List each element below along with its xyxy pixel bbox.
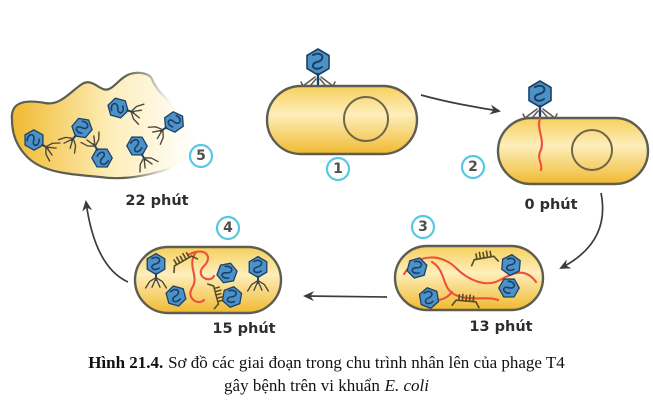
stage-5-number: 5 [196,148,206,164]
stage-2-injection: 2 0 phút [460,81,650,213]
nucleoid [343,96,389,142]
dna-strand [430,260,500,302]
phage-icon [301,49,335,86]
dna-strand [402,256,538,285]
figure-caption: Hình 21.4.Sơ đồ các giai đoạn trong chu … [0,351,653,397]
nucleoid [571,129,613,171]
stage-2-number: 2 [468,159,478,175]
time-label-stage-4: 15 phút [212,321,275,337]
stage-3-number: 3 [418,219,428,235]
stage-1-attachment: 1 [265,49,419,182]
lysed-cell-body [10,71,195,180]
bacterium-body [265,84,419,156]
caption-label: Hình 21.4. [88,353,164,372]
stage-3-synthesis: 3 13 phút [393,214,545,335]
arrow-stage1-to-stage2 [420,94,501,115]
stage-2-badge [460,154,486,180]
time-label-stage-5: 22 phút [125,193,188,209]
arrow-stage4-to-stage5 [82,200,129,283]
arrow-stage3-to-stage4 [303,291,388,302]
caption-line2-text: gây bệnh trên vi khuẩn [224,376,380,395]
dna-strand [189,250,206,304]
stage-4-number: 4 [223,220,233,236]
time-label-stage-2: 0 phút [524,197,577,213]
caption-line-1: Hình 21.4.Sơ đồ các giai đoạn trong chu … [0,351,653,374]
phage-icon [523,81,557,118]
stage-4-badge [215,215,241,241]
dna-strand [186,250,216,281]
stage-4-assembly: 4 15 phút [133,215,283,337]
stage-5-lysed-cell: 5 22 phút [10,71,214,209]
time-label-stage-3: 13 phút [469,319,532,335]
caption-text: Sơ đồ các giai đoạn trong chu trình nhân… [168,353,565,372]
stage-1-number: 1 [333,161,343,177]
stage-5-badge [188,143,214,169]
stage-3-badge [410,214,436,240]
injected-dna-strand [538,116,544,172]
phage-cycle-diagram: 5 22 phút 1 2 0 phút 3 13 phút [10,0,650,337]
stage-1-badge [325,156,351,182]
caption-species: E. coli [384,376,429,395]
arrow-stage2-to-stage3 [559,192,604,269]
